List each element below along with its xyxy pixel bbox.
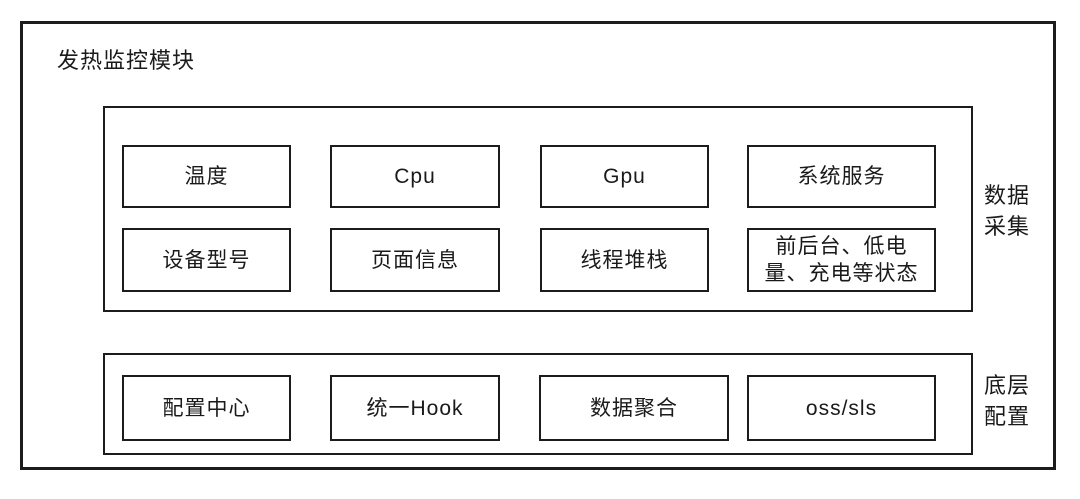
module-title: 发热监控模块: [57, 48, 196, 73]
node-device-model: 设备型号: [122, 228, 291, 292]
node-fg-bg-battery-states: 前后台、低电 量、充电等状态: [747, 228, 936, 292]
base-config-side-label: 底层 配置: [984, 373, 1031, 429]
node-system-service: 系统服务: [747, 145, 936, 208]
node-unified-hook: 统一Hook: [330, 375, 500, 441]
node-data-aggregation: 数据聚合: [539, 375, 729, 441]
node-gpu: Gpu: [540, 145, 709, 208]
node-oss-sls: oss/sls: [747, 375, 936, 441]
node-thread-stack: 线程堆栈: [540, 228, 709, 292]
node-config-center: 配置中心: [122, 375, 291, 441]
node-temperature: 温度: [122, 145, 291, 208]
node-page-info: 页面信息: [330, 228, 500, 292]
data-collection-side-label: 数据 采集: [984, 183, 1031, 239]
node-cpu: Cpu: [330, 145, 500, 208]
